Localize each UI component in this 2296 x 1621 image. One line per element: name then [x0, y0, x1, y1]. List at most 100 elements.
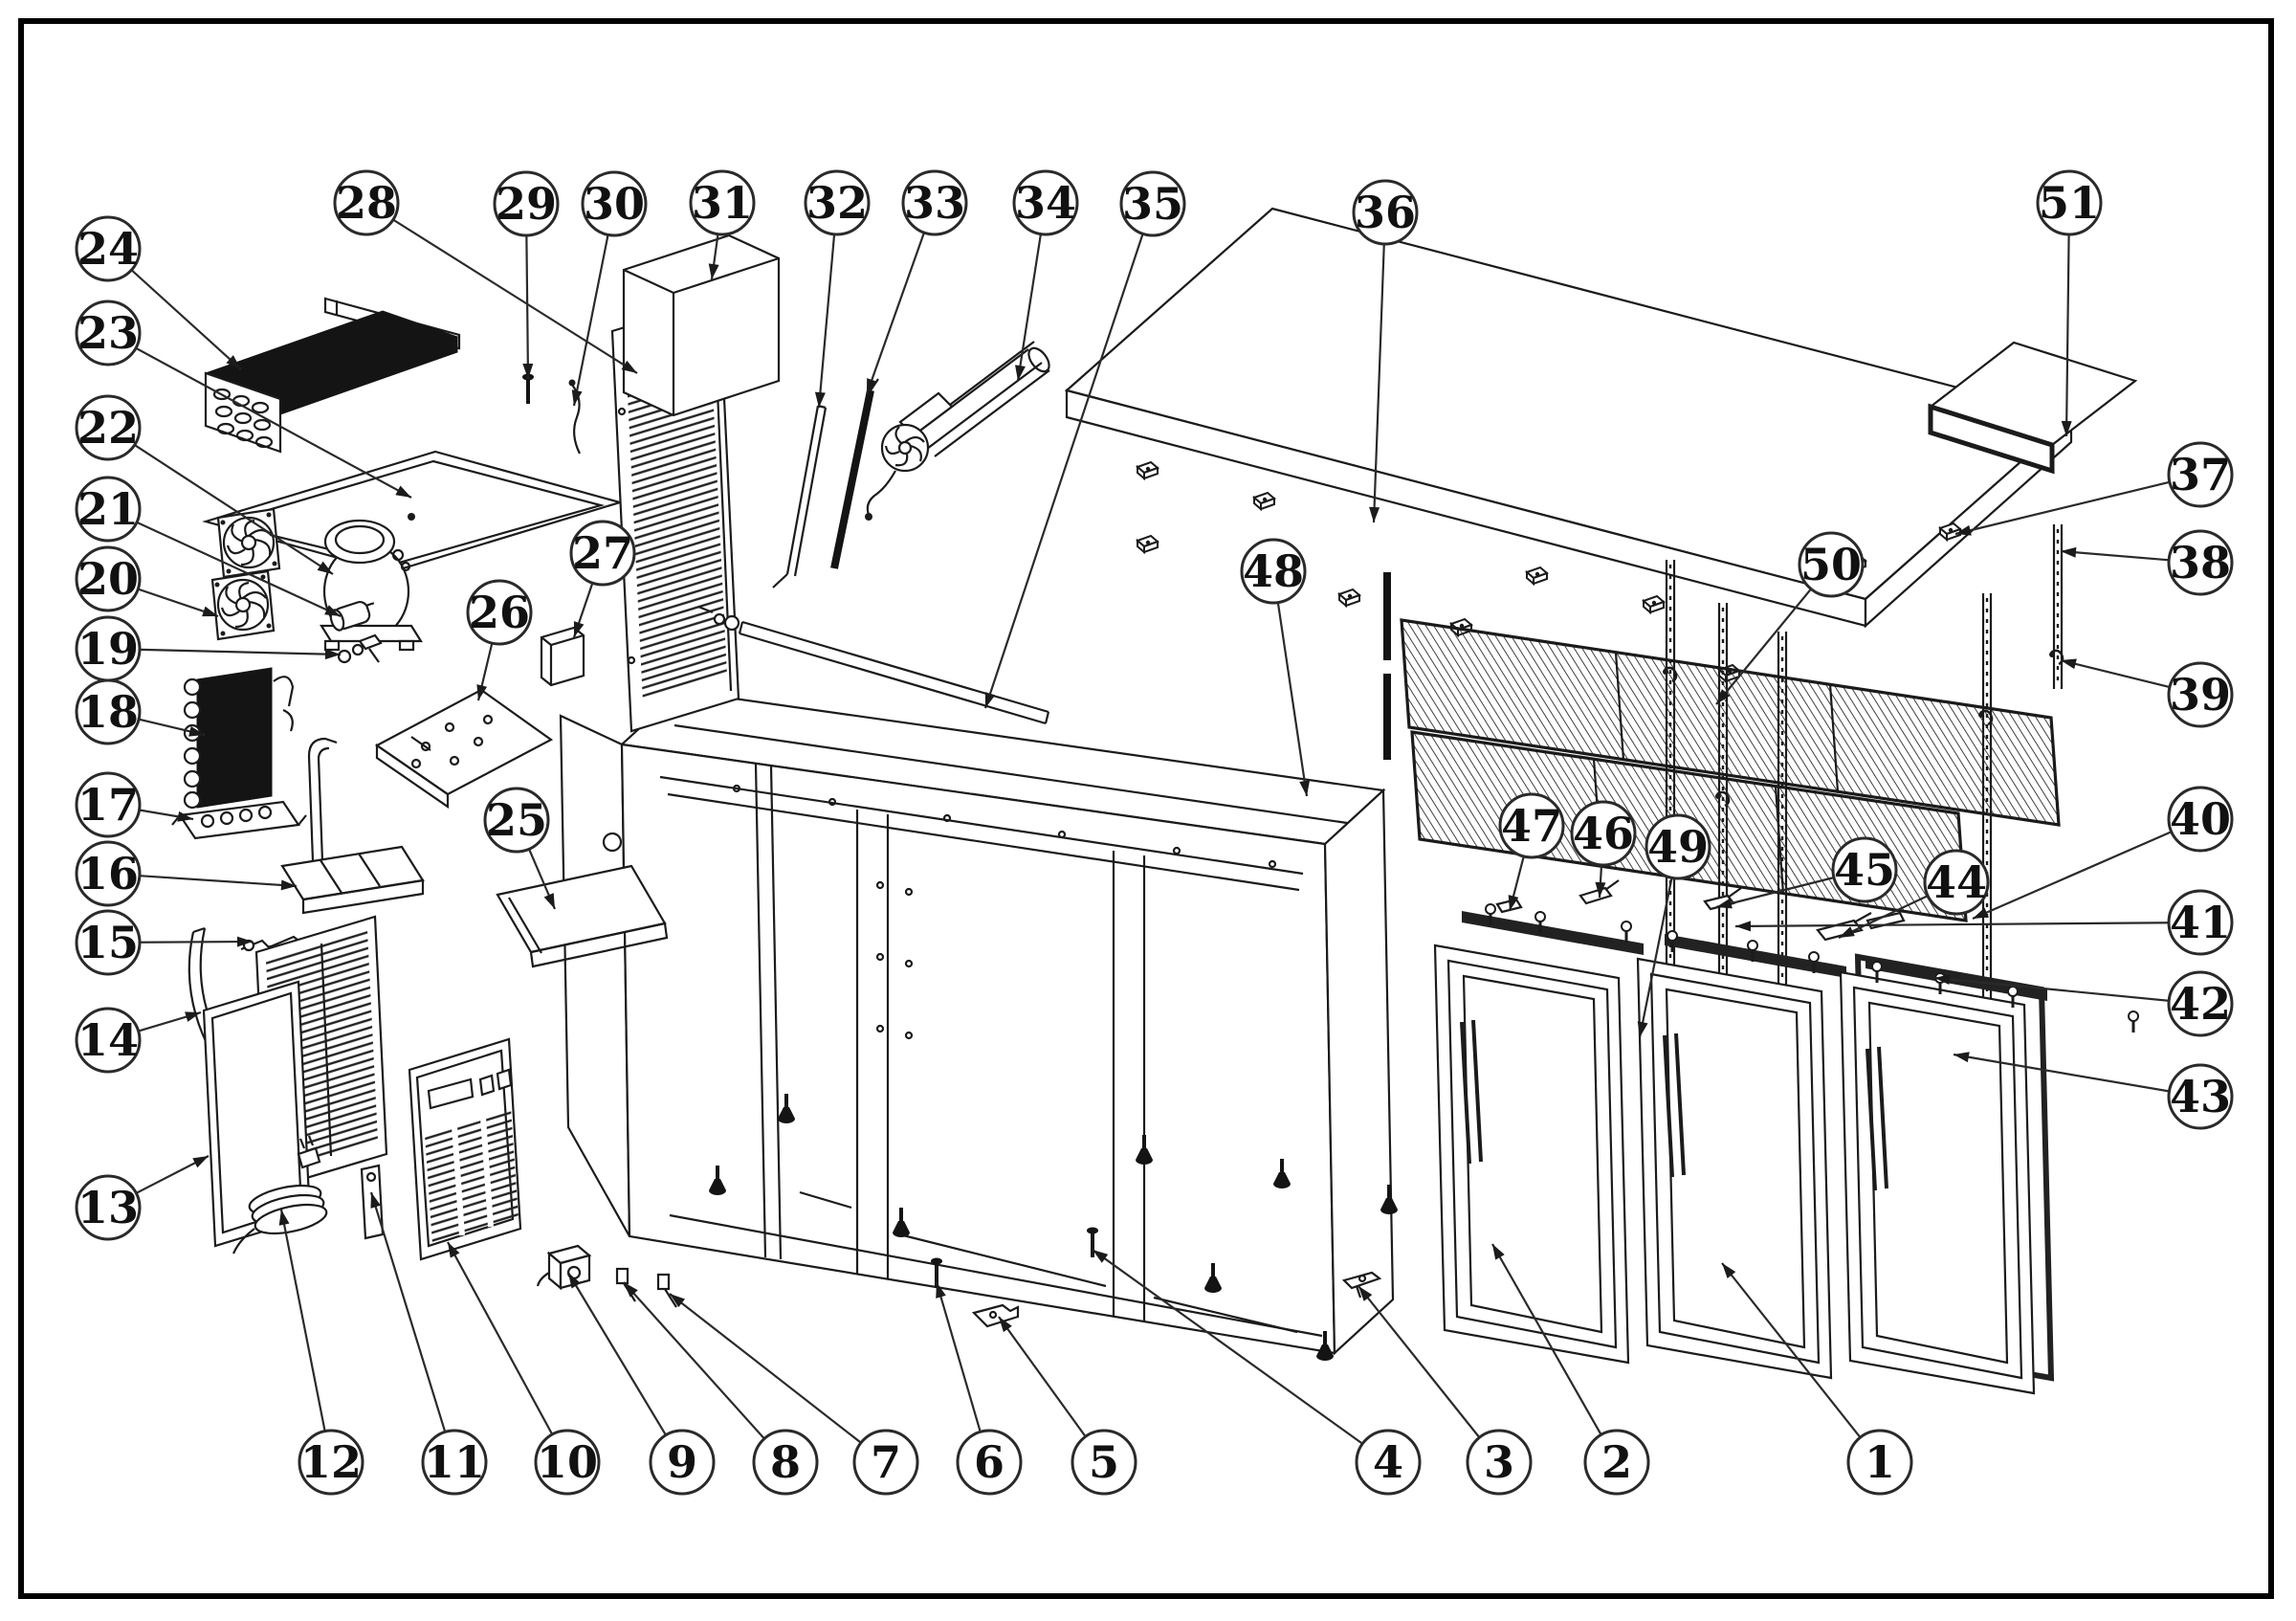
leader-arrowhead [324, 649, 341, 660]
callout-34: 34 [1012, 169, 1079, 382]
callout-balloon [1570, 800, 1637, 867]
callout-number: 23 [77, 307, 139, 359]
leader-line [447, 1241, 568, 1463]
leader-line [817, 202, 839, 409]
leader-arrowhead [2061, 658, 2077, 670]
callout-10: 10 [447, 1241, 601, 1496]
callout-number: 21 [77, 483, 139, 535]
leader-arrowhead [571, 389, 583, 406]
callout-number: 48 [1243, 545, 1304, 597]
leader-arrowhead [476, 684, 488, 700]
callout-27: 27 [569, 520, 636, 638]
callout-number: 14 [77, 1014, 139, 1066]
callout-44: 44 [1838, 849, 1990, 939]
callout-11: 11 [369, 1191, 488, 1496]
callout-3: 3 [1358, 1285, 1533, 1496]
callout-46: 46 [1570, 800, 1637, 899]
leader-line [107, 508, 342, 617]
callout-balloon [1352, 179, 1419, 246]
leader-line [107, 427, 334, 575]
door-gasket-strip [1462, 911, 1644, 955]
callout-balloon [493, 170, 560, 237]
callout-number: 5 [1089, 1436, 1119, 1488]
callout-24: 24 [75, 215, 242, 370]
top-panel-51 [1928, 341, 2138, 475]
callout-number: 11 [424, 1436, 485, 1488]
callout-number: 29 [496, 178, 557, 230]
callout-balloon [649, 1429, 716, 1496]
leader-line [623, 1281, 786, 1463]
leader-line [1092, 1249, 1389, 1463]
callout-number: 51 [2039, 177, 2100, 229]
callout-balloon [75, 615, 142, 682]
callout-balloon [1240, 538, 1307, 605]
callout-balloon [852, 1429, 919, 1496]
callout-number: 9 [667, 1436, 697, 1488]
leader-arrowhead [1955, 524, 1972, 536]
callout-47: 47 [1498, 792, 1565, 912]
leader-arrowhead [278, 1210, 290, 1226]
callout-number: 28 [336, 177, 397, 229]
leader-line [567, 1272, 683, 1463]
callout-balloon [1923, 849, 1990, 916]
glass-door-middle [1636, 957, 1833, 1380]
callout-number: 10 [537, 1436, 598, 1488]
callout-balloon [75, 545, 142, 612]
leader-arrowhead [1508, 895, 1519, 911]
leader-arrowhead [202, 606, 218, 617]
callout-number: 33 [904, 177, 965, 229]
callout-balloon [75, 771, 142, 838]
callout-balloon [1355, 1429, 1422, 1496]
callout-balloon [752, 1429, 819, 1496]
callout-number: 18 [77, 686, 139, 738]
leader-arrowhead [1716, 898, 1733, 909]
mounting-strip [772, 404, 828, 588]
leader-arrowhead [1722, 1263, 1736, 1278]
leader-arrowhead [1093, 1250, 1109, 1263]
leader-arrowhead [621, 360, 637, 373]
wire-shelf-upper [1400, 618, 2061, 827]
callout-number: 16 [77, 848, 139, 899]
angle-bracket-5 [971, 1303, 1020, 1328]
leader-arrowhead [226, 355, 241, 369]
callout-number: 46 [1573, 808, 1634, 859]
louvered-side-panel [610, 297, 740, 733]
leader-arrowhead [185, 1011, 201, 1022]
callout-number: 19 [77, 623, 139, 675]
angle-bracket-3 [1341, 1271, 1382, 1299]
callout-number: 39 [2170, 669, 2231, 721]
leader-arrowhead [1358, 1286, 1373, 1301]
leader-arrowhead [1954, 1052, 1970, 1063]
callout-number: 7 [871, 1436, 901, 1488]
callout-balloon [421, 1429, 488, 1496]
callout-number: 49 [1647, 821, 1709, 873]
door-gasket-strip [1665, 934, 1846, 978]
evaporator-coil [183, 667, 295, 810]
condenser-coil [204, 297, 461, 454]
callout-balloon [689, 169, 756, 236]
callout-29: 29 [493, 170, 560, 380]
callout-balloon [2167, 529, 2234, 596]
leader-arrowhead [2061, 546, 2077, 558]
callout-balloon [569, 520, 636, 587]
callout-number: 8 [770, 1436, 801, 1488]
callout-number: 27 [572, 527, 633, 579]
callout-number: 12 [300, 1436, 362, 1488]
compartment-floor-tray [496, 864, 669, 968]
callout-number: 15 [77, 917, 139, 968]
leader-arrowhead [1015, 365, 1026, 381]
callout-number: 17 [77, 779, 139, 831]
leader-arrowhead [1839, 926, 1855, 938]
heater-rod [830, 378, 879, 569]
callout-balloon [2167, 1063, 2234, 1130]
heater-assembly [171, 800, 307, 840]
callout-number: 40 [2170, 793, 2231, 845]
junction-box [536, 1244, 592, 1291]
callout-number: 4 [1373, 1436, 1403, 1488]
callout-32: 32 [804, 169, 871, 409]
callout-number: 36 [1355, 187, 1416, 238]
leader-arrowhead [2061, 420, 2072, 436]
leader-arrowhead [867, 378, 877, 394]
callout-balloon [466, 579, 533, 646]
